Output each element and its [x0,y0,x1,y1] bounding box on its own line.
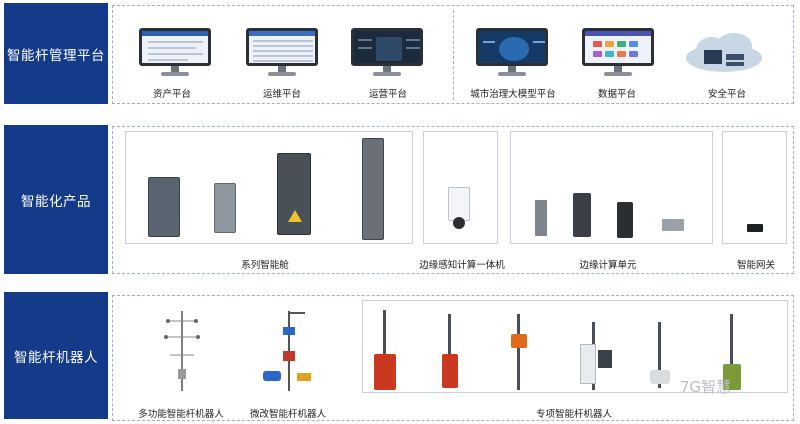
cabinet-tall-icon [277,153,311,235]
pole-robot-icon-4 [580,322,614,390]
row-label-products: 智能化产品 [4,125,108,274]
gateway-icon [747,224,763,232]
ops-platform-monitor-icon[interactable] [246,28,318,78]
pole-robot-icon-3 [509,314,529,390]
caption-operation-platform: 运营平台 [368,89,408,100]
operation-platform-monitor-icon[interactable] [351,28,423,78]
platform-panel [112,5,794,104]
governance-model-monitor-icon[interactable] [476,28,548,78]
gateway-group-box [722,131,787,244]
caption-gateway: 智能网关 [736,260,776,271]
caption-governance-platform: 城市治理大模型平台 [470,89,556,100]
caption-special-robot: 专项智能杆机器人 [535,409,613,420]
pole-robot-icon-5 [650,322,670,388]
caption-edge-unit: 边缘计算单元 [579,260,637,271]
pole-robot-icon-6 [723,314,741,390]
caption-multifunction-robot: 多功能智能杆机器人 [138,409,224,420]
data-platform-monitor-icon[interactable] [582,28,654,78]
edge-unit-flat-icon [662,219,684,231]
edge-unit-tower-icon [573,193,591,237]
row-label-robots: 智能杆机器人 [4,292,108,419]
pole-robot-icon-2 [442,314,458,388]
edge-unit-antenna-icon [535,200,547,236]
caption-camera-unit: 边缘感知计算一体机 [419,260,505,271]
products-panel [112,126,794,274]
robots-panel [112,295,794,421]
asset-platform-monitor-icon[interactable] [139,28,211,78]
pole-robot-icon [374,310,396,390]
caption-ops-platform: 运维平台 [262,89,302,100]
caption-cabinet-series: 系列智能舱 [241,260,289,271]
pole-diagram-icon [160,307,205,393]
cloud-server-icon[interactable] [684,32,764,74]
special-robots-box [362,300,788,393]
watermark-logo: 7G智慧 [680,378,732,396]
edge-unit-box-icon [617,202,633,238]
caption-retrofit-robot: 微改智能杆机器人 [249,409,327,420]
cabinet-icon [148,177,180,237]
caption-data-platform: 数据平台 [597,89,637,100]
camera-icon [448,187,470,235]
pole-retrofit-icon [257,307,317,393]
row-label-platform: 智能杆管理平台 [4,3,108,104]
platform-divider [453,10,454,100]
cabinet-small-icon [214,183,236,233]
caption-asset-platform: 资产平台 [152,89,192,100]
caption-security-platform: 安全平台 [707,89,747,100]
cabinet-tallest-icon [362,138,384,240]
